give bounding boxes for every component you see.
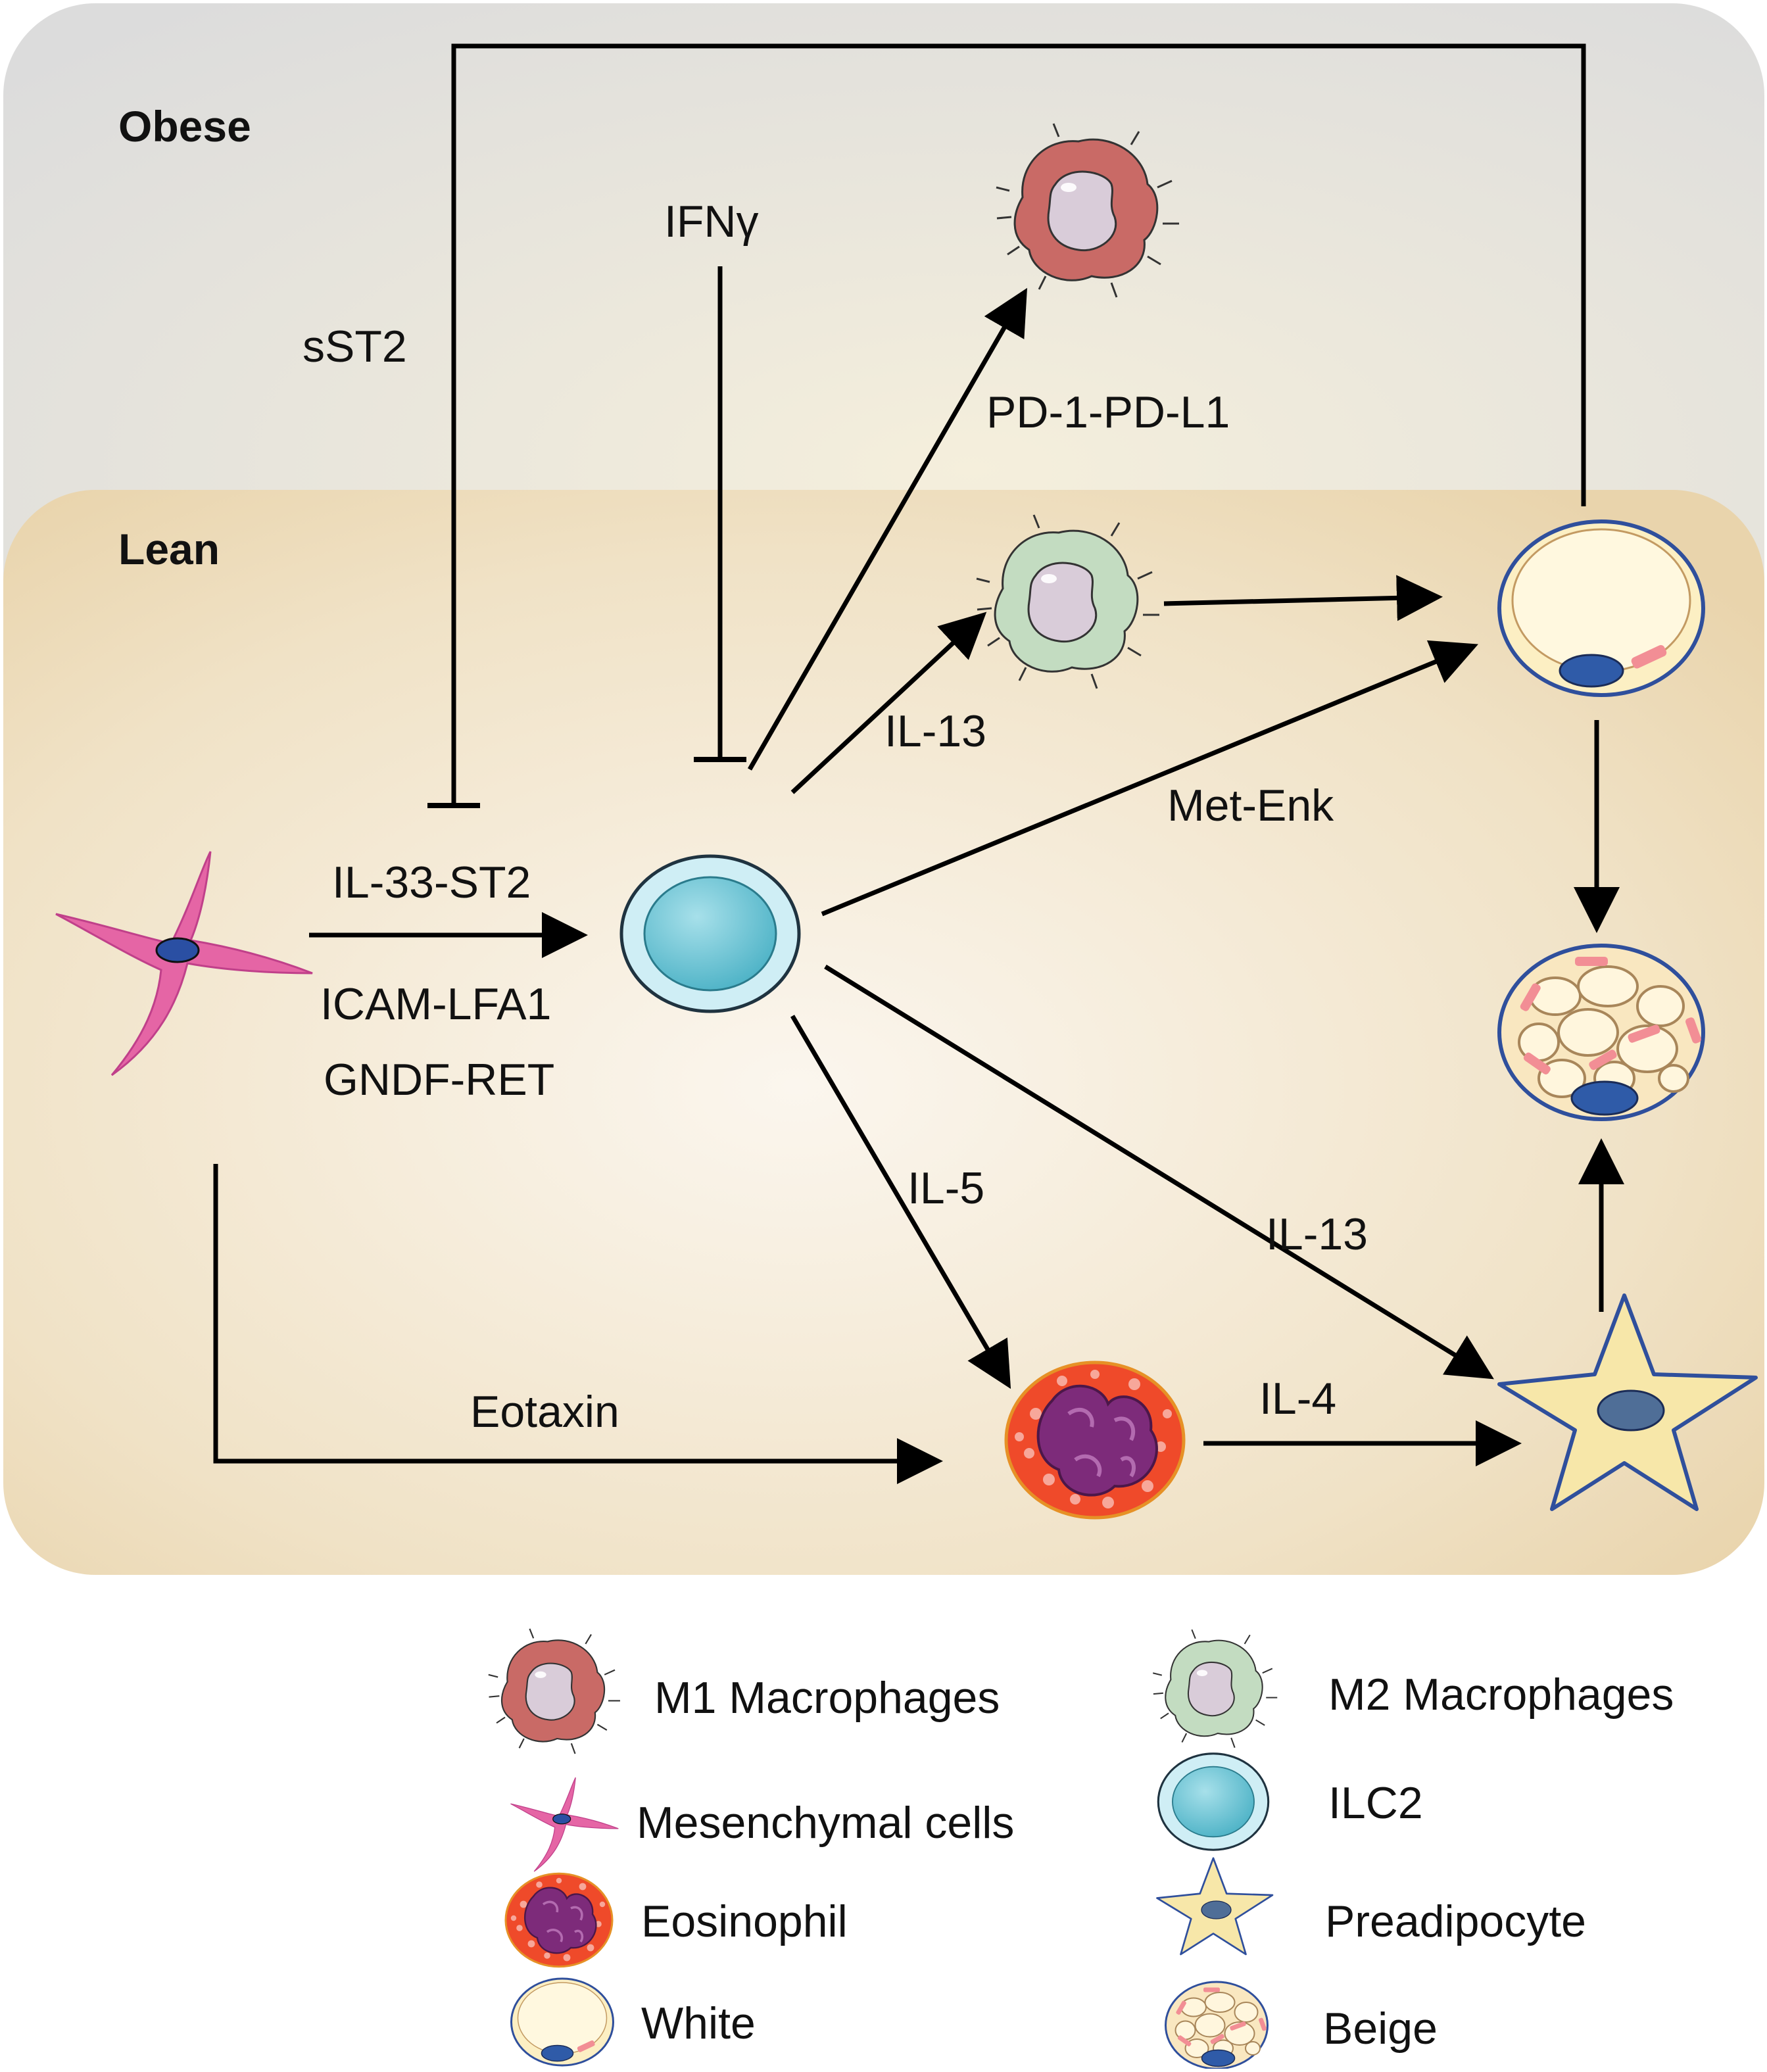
legend-eosinophil-icon [504, 1872, 614, 1968]
legend-beige-label: Beige [1323, 2004, 1438, 2054]
arrow-ilc2-to-m2 [790, 612, 987, 794]
label-sst2: sST2 [303, 322, 407, 372]
legend-white-label: White [641, 1998, 756, 2048]
legend-preadipocyte-icon [1156, 1857, 1274, 1956]
legend-m2-label: M2 Macrophages [1328, 1670, 1674, 1720]
legend: M1 Macrophages M2 Macrophages Mesenchyma… [487, 1627, 1674, 2070]
legend-eosinophil-label: Eosinophil [641, 1896, 848, 1946]
beige-adipocyte-cell [1499, 946, 1703, 1119]
legend-ilc2-icon [1157, 1752, 1270, 1851]
legend-beige-icon [1165, 1981, 1269, 2070]
arrow-ilc2-to-preadipocyte [824, 965, 1494, 1380]
label-il13-bottom: IL-13 [1266, 1209, 1368, 1259]
arrow-m2-to-white [1163, 575, 1443, 621]
white-adipocyte-cell [1499, 521, 1703, 695]
zone-label-lean: Lean [118, 525, 220, 573]
legend-m2-icon [1152, 1629, 1278, 1748]
label-met-enk: Met-Enk [1167, 781, 1334, 831]
legend-white-icon [510, 1977, 614, 2067]
label-il33-st2: IL-33-ST2 [332, 857, 531, 907]
legend-ilc2-label: ILC2 [1328, 1778, 1423, 1828]
lean-zone [3, 490, 1764, 1575]
label-pd1-pdl1: PD-1-PD-L1 [986, 387, 1230, 437]
zone-label-obese: Obese [118, 102, 251, 151]
label-il13-top: IL-13 [884, 706, 986, 756]
ilc2-cell [621, 856, 799, 1011]
eosinophil-cell [1006, 1362, 1184, 1518]
sst2-inhibition-line [451, 43, 1586, 806]
label-il4: IL-4 [1259, 1374, 1336, 1424]
legend-m1-icon [487, 1627, 621, 1755]
arrow-ilc2-to-white [821, 640, 1478, 917]
arrow-ilc2-to-m1 [747, 287, 1027, 771]
label-ifng: IFNγ [664, 197, 759, 247]
arrow-ilc2-to-eosinophil [790, 1015, 1011, 1389]
legend-mesenchymal-icon [510, 1777, 619, 1872]
legend-preadipocyte-label: Preadipocyte [1325, 1896, 1586, 1946]
legend-m1-label: M1 Macrophages [654, 1673, 1000, 1723]
label-eotaxin: Eotaxin [470, 1387, 619, 1437]
legend-mesenchymal-label: Mesenchymal cells [637, 1798, 1014, 1848]
label-icam-lfa1: ICAM-LFA1 [320, 979, 551, 1029]
label-gndf-ret: GNDF-RET [324, 1055, 554, 1105]
label-il5: IL-5 [908, 1163, 984, 1213]
arrow-mesenchymal-to-eosinophil [213, 1164, 943, 1484]
